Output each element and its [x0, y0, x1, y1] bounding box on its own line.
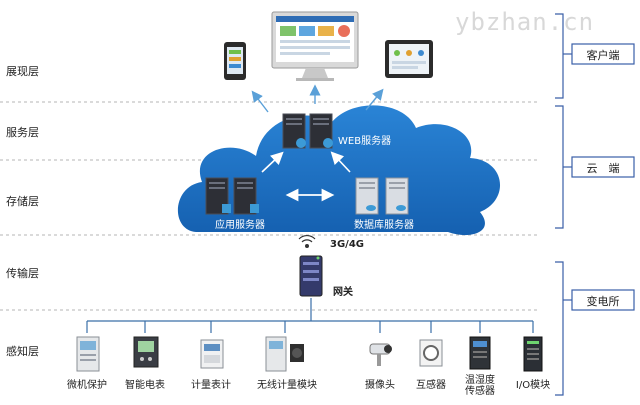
cloud-up-arrows: [251, 84, 384, 113]
network-label: 3G/4G: [330, 239, 364, 250]
layer-label-storage: 存储层: [6, 195, 39, 208]
smart-meter-icon: [133, 336, 159, 368]
device-label-metering-meter: 计量表计: [191, 380, 231, 391]
gateway-label: 网关: [333, 287, 353, 298]
web-server-label: WEB服务器: [338, 136, 392, 147]
tablet-icon: [385, 40, 433, 78]
phone-icon: [224, 42, 246, 80]
cloud-shape: [177, 105, 501, 236]
group-boxes: [571, 43, 635, 311]
db-server-icon: [355, 177, 409, 215]
io-module-icon: [523, 336, 543, 372]
group-label-cloud: 云 端: [586, 162, 620, 175]
device-label-protection-relay: 微机保护: [67, 380, 107, 391]
layer-label-service: 服务层: [6, 126, 39, 139]
group-brackets: [555, 13, 572, 396]
web-server-icon: [282, 113, 333, 149]
wireless-meter-module-icon: [265, 336, 304, 372]
device-label-temp-humidity-sensor: 温湿度 传感器: [465, 375, 495, 397]
db-server-label: 数据库服务器: [354, 220, 414, 231]
device-label-wireless-meter-module: 无线计量模块: [257, 380, 317, 391]
app-server-icon: [205, 177, 259, 215]
protection-relay-icon: [76, 336, 100, 372]
monitor-icon: [271, 11, 359, 81]
layer-label-transport: 传输层: [6, 267, 39, 280]
metering-meter-icon: [200, 339, 224, 369]
watermark: ybzhan.cn: [455, 8, 595, 36]
field-bus: [86, 298, 534, 333]
device-label-current-transformer: 互感器: [416, 380, 446, 391]
device-label-camera: 摄像头: [365, 380, 395, 391]
layer-label-presentation: 展现层: [6, 65, 39, 78]
gateway-icon: [299, 255, 323, 297]
layer-label-perception: 感知层: [6, 345, 39, 358]
wireless-signal-icon: [298, 235, 316, 249]
group-label-substation: 变电所: [586, 295, 620, 308]
device-label-smart-meter: 智能电表: [125, 380, 165, 391]
device-label-io-module: I/O模块: [515, 380, 551, 391]
camera-icon: [369, 343, 392, 366]
cloud-internal-arrows: [261, 151, 351, 202]
app-server-label: 应用服务器: [215, 220, 265, 231]
current-transformer-icon: [419, 339, 443, 367]
temp-humidity-sensor-icon: [469, 336, 491, 370]
group-label-client: 客户端: [586, 49, 620, 62]
